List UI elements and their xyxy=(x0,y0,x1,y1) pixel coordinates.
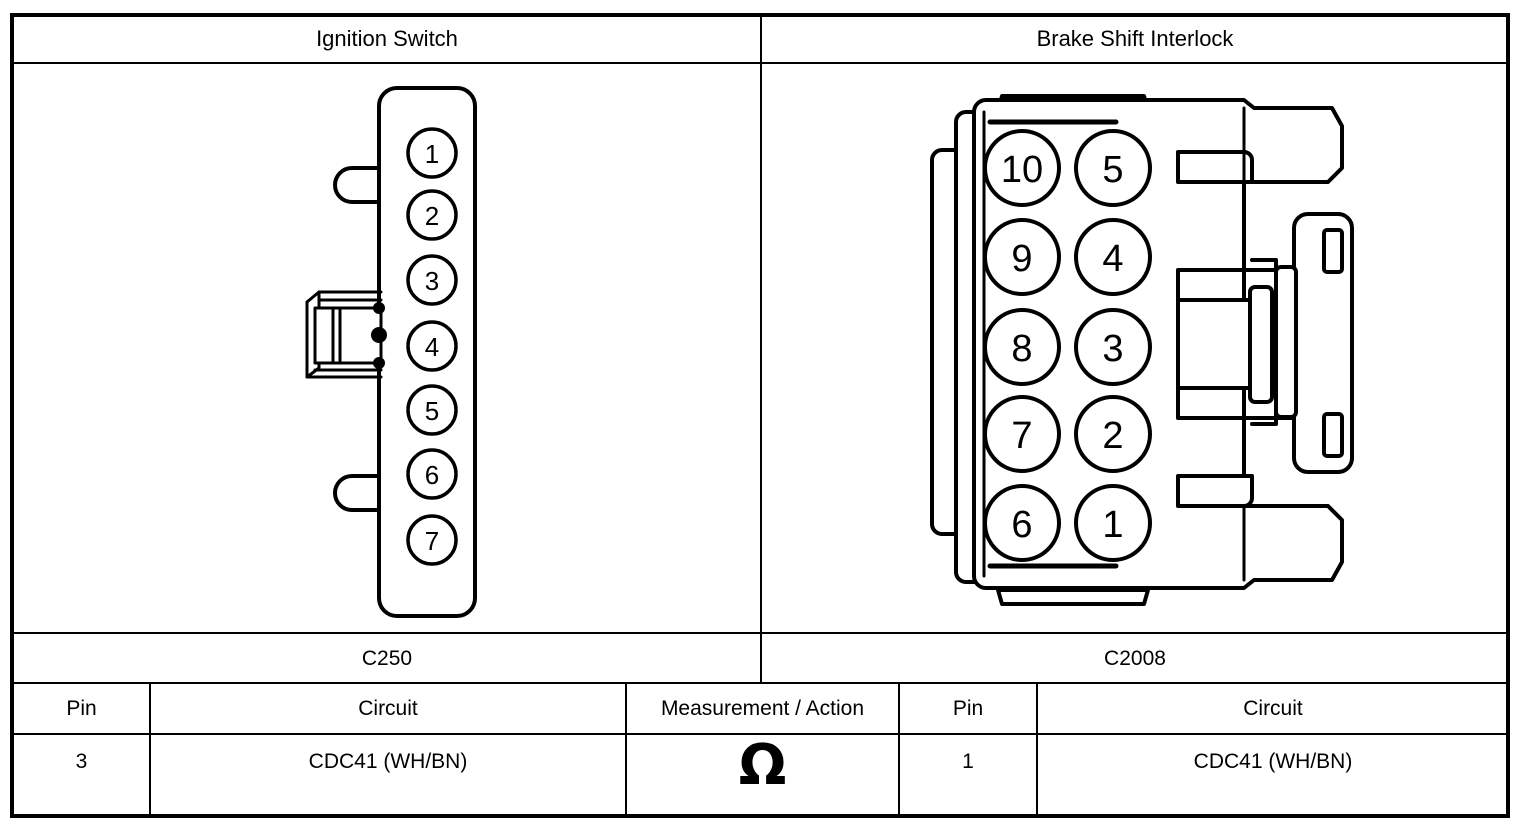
connector-id-row-divider xyxy=(12,682,1508,684)
col-divider-left-pin xyxy=(149,682,151,816)
pin-circle-6 xyxy=(406,448,458,500)
table-header-divider xyxy=(12,733,1508,735)
column-header-left-circuit: Circuit xyxy=(358,697,418,720)
pin-label-5: 5 xyxy=(425,396,439,426)
pin-label-3: 3 xyxy=(425,266,439,296)
pin-label-1: 1 xyxy=(425,139,439,169)
column-header-right-pin: Pin xyxy=(952,697,984,720)
pin-label-1: 1 xyxy=(1102,504,1123,546)
col-divider-measurement xyxy=(898,682,900,816)
pin-circle-5 xyxy=(1074,129,1152,207)
pin-circle-group xyxy=(406,127,458,566)
ignition-switch-connector-drawing: 1 2 3 4 5 6 7 xyxy=(305,86,477,618)
column-header-left-pin: Pin xyxy=(66,697,97,720)
cell-left-pin: 3 xyxy=(75,749,88,773)
header-brake-shift-interlock: Brake Shift Interlock xyxy=(1036,26,1234,51)
pin-label-4: 4 xyxy=(425,332,439,362)
latch-contact-dot-bottom xyxy=(373,357,385,369)
col-divider-left-circuit xyxy=(625,682,627,816)
pin-circle-10 xyxy=(983,129,1061,207)
pin-circle-group xyxy=(983,129,1152,562)
pin-circle-1 xyxy=(1074,484,1152,562)
pin-circle-4 xyxy=(1074,218,1152,296)
connector-front-housing xyxy=(972,98,1354,590)
connector-bottom-cap xyxy=(996,588,1150,606)
pin-label-3: 3 xyxy=(1102,328,1123,370)
pin-label-6: 6 xyxy=(425,460,439,490)
cell-right-pin: 1 xyxy=(962,749,974,773)
panel-split-divider xyxy=(760,14,762,683)
pin-label-2: 2 xyxy=(425,201,439,231)
latch-key-outer xyxy=(1274,265,1298,419)
pin-label-5: 5 xyxy=(1102,149,1123,191)
pin-circle-9 xyxy=(983,218,1061,296)
brake-shift-interlock-connector-drawing: 10 9 8 7 6 5 4 3 2 1 xyxy=(930,94,1354,606)
pin-circle-2 xyxy=(1074,395,1152,473)
cell-right-circuit: CDC41 (WH/BN) xyxy=(1193,749,1353,773)
column-header-right-circuit: Circuit xyxy=(1243,697,1303,720)
pin-label-7: 7 xyxy=(1011,415,1032,457)
cell-left-circuit: CDC41 (WH/BN) xyxy=(308,749,468,773)
cell-measurement-action: Ω xyxy=(738,733,787,798)
pin-label-9: 9 xyxy=(1011,238,1032,280)
pin-label-4: 4 xyxy=(1102,238,1123,280)
pin-circle-2 xyxy=(406,189,458,241)
pin-label-2: 2 xyxy=(1102,415,1123,457)
latch-contact-dot-top xyxy=(373,302,385,314)
latch-notch-upper xyxy=(1322,228,1344,274)
pin-circle-3 xyxy=(1074,308,1152,386)
pin-circle-3 xyxy=(406,254,458,306)
pin-circle-4 xyxy=(406,320,458,372)
pin-circle-8 xyxy=(983,308,1061,386)
latch-notch-lower xyxy=(1322,412,1344,458)
pin-circle-7 xyxy=(406,514,458,566)
latch-key-inner xyxy=(1248,285,1274,404)
col-divider-right-pin xyxy=(1036,682,1038,816)
pin-circle-7 xyxy=(983,395,1061,473)
pin-label-7: 7 xyxy=(425,526,439,556)
connector-tab-upper xyxy=(333,166,380,204)
column-header-measurement-action: Measurement / Action xyxy=(660,697,865,720)
pin-circle-5 xyxy=(406,384,458,436)
latch-contact-dot-middle xyxy=(371,327,387,343)
connector-id-left: C250 xyxy=(361,646,413,670)
connector-tab-lower xyxy=(333,474,380,512)
pin-circle-6 xyxy=(983,484,1061,562)
pin-label-6: 6 xyxy=(1011,504,1032,546)
header-ignition-switch: Ignition Switch xyxy=(316,26,458,51)
pin-label-10: 10 xyxy=(1001,149,1043,191)
connector-latch-block xyxy=(305,290,383,379)
pin-circle-1 xyxy=(406,127,458,179)
connector-id-right: C2008 xyxy=(1104,646,1166,670)
connector-latch-assembly xyxy=(1176,150,1344,508)
pin-label-8: 8 xyxy=(1011,328,1032,370)
